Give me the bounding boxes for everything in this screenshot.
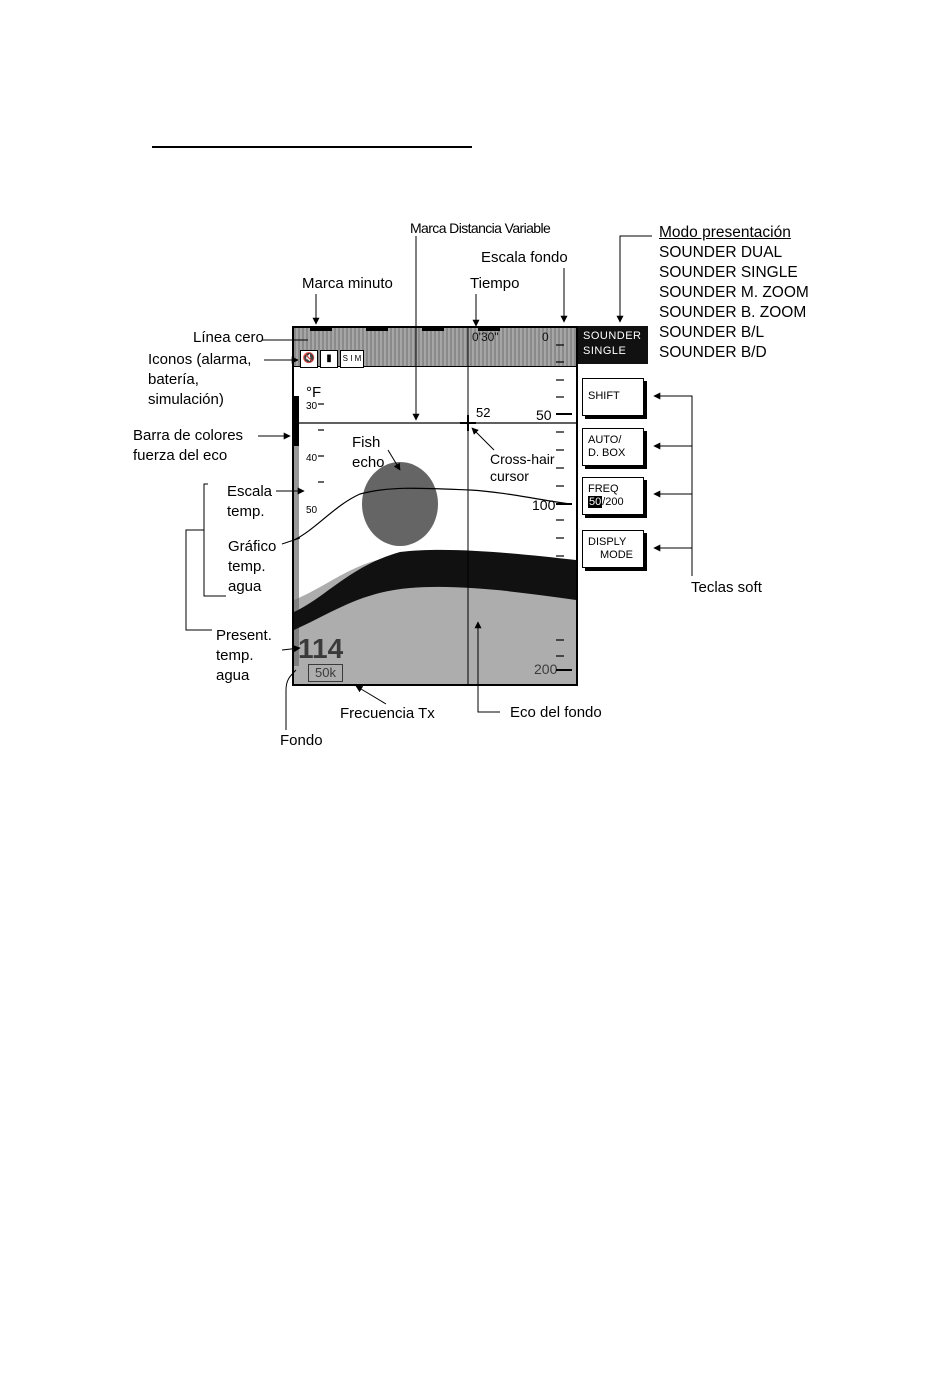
mode-item-dual: SOUNDER DUAL	[659, 244, 783, 261]
auto-key-line1: AUTO/	[588, 434, 622, 446]
label-temp-graph-3: agua	[228, 578, 262, 595]
zero-line	[294, 366, 576, 367]
leader-fish	[387, 449, 401, 471]
label-icons-2: batería,	[148, 371, 199, 388]
label-temp-readout-3: agua	[216, 667, 250, 684]
label-temp-scale-2: temp.	[227, 503, 265, 520]
depth-tick-50: 50	[536, 407, 552, 423]
temp-tick-40: 40	[306, 453, 318, 464]
label-time: Tiempo	[470, 275, 520, 292]
mode-line-2: SINGLE	[583, 345, 627, 357]
echo-color-bar-dark	[294, 396, 299, 446]
minute-mark	[366, 328, 388, 331]
alarm-icon: 🔇	[300, 350, 318, 368]
bracket-escala-grafico	[203, 483, 226, 597]
label-depth-scale: Escala fondo	[481, 249, 568, 266]
label-minute-mark: Marca minuto	[302, 275, 393, 292]
temp-unit: °F	[306, 384, 322, 401]
freq-rest: /200	[602, 496, 624, 508]
label-crosshair-1: Cross-hair	[490, 451, 555, 467]
label-bottom-echo: Eco del fondo	[510, 704, 602, 721]
freq-selected: 50	[588, 496, 603, 508]
label-fish-1: Fish	[352, 434, 381, 451]
freq-key[interactable]: FREQ 50/200	[582, 477, 644, 515]
label-vrm: Marca Distancia Variable	[410, 220, 551, 236]
depth-tick-100: 100	[532, 497, 556, 513]
leader-temp-readout	[281, 645, 301, 653]
leader-frequency	[355, 685, 387, 705]
label-temp-readout-1: Present.	[216, 627, 272, 644]
minute-mark	[422, 328, 444, 331]
label-temp-graph-2: temp.	[228, 558, 266, 575]
label-temp-readout-2: temp.	[216, 647, 254, 664]
bottom-echo-band	[294, 549, 576, 630]
mode-line-1: SOUNDER	[583, 330, 642, 342]
simulation-icon: S I M	[340, 350, 364, 368]
temp-tick-30: 30	[306, 401, 318, 412]
cursor-depth-value: 52	[476, 405, 491, 420]
echo-color-bar-light	[294, 446, 299, 666]
leader-mode	[616, 235, 652, 323]
temp-tick-50: 50	[306, 505, 318, 516]
freq-key-line1: FREQ	[588, 483, 619, 495]
shift-key-label: SHIFT	[588, 390, 620, 402]
leader-bottom-echo	[474, 621, 500, 713]
mode-item-single: SOUNDER SINGLE	[659, 264, 798, 281]
freq-key-line2: 50/200	[588, 496, 643, 509]
label-icons-1: Iconos (alarma,	[148, 351, 252, 368]
modes-header: Modo presentación	[659, 224, 791, 241]
title-underline	[152, 146, 472, 148]
mode-item-bl: SOUNDER B/L	[659, 324, 765, 341]
leader-temp-graph	[281, 537, 301, 545]
bracket-softkeys	[690, 395, 693, 576]
label-icons-3: simulación)	[148, 391, 224, 408]
label-temp-graph-1: Gráfico	[228, 538, 277, 555]
temp-scale-ticks	[318, 403, 324, 483]
label-color-bar-1: Barra de colores	[133, 427, 244, 444]
label-temp-scale-1: Escala	[227, 483, 273, 500]
label-bottom: Fondo	[280, 732, 323, 749]
display-mode-box: SOUNDER SINGLE	[578, 326, 648, 364]
label-crosshair-2: cursor	[490, 468, 529, 484]
mode-item-mzoom: SOUNDER M. ZOOM	[659, 284, 809, 301]
water-temp-graph	[294, 487, 571, 541]
minute-mark	[478, 328, 500, 331]
depth-scale-ticks	[556, 344, 572, 671]
auto-dbox-key[interactable]: AUTO/ D. BOX	[582, 428, 644, 466]
label-fish-2: echo	[352, 454, 385, 471]
leader-bottom	[285, 669, 297, 730]
shift-key[interactable]: SHIFT	[582, 378, 644, 416]
battery-icon: ▮	[320, 350, 338, 368]
minute-mark	[310, 328, 332, 331]
bracket-present	[185, 529, 212, 631]
mode-item-bzoom: SOUNDER B. ZOOM	[659, 304, 807, 321]
leader-crosshair	[471, 427, 495, 451]
label-color-bar-2: fuerza del eco	[133, 447, 228, 464]
display-mode-key[interactable]: DISPLY MODE	[582, 530, 644, 568]
disp-key-line2: MODE	[600, 549, 633, 561]
label-zero-line: Línea cero	[193, 329, 264, 346]
fish-echo	[362, 462, 438, 546]
time-label: 0'30"	[472, 330, 499, 344]
zero-depth-label: 0	[542, 330, 549, 344]
label-frequency: Frecuencia Tx	[340, 705, 435, 722]
disp-key-line1: DISPLY	[588, 536, 627, 548]
mode-item-bd: SOUNDER B/D	[659, 344, 767, 361]
auto-key-line2: D. BOX	[588, 447, 626, 459]
echo-image	[294, 462, 576, 684]
sim-icon-text: S I M	[342, 354, 362, 363]
label-softkeys: Teclas soft	[691, 579, 762, 596]
